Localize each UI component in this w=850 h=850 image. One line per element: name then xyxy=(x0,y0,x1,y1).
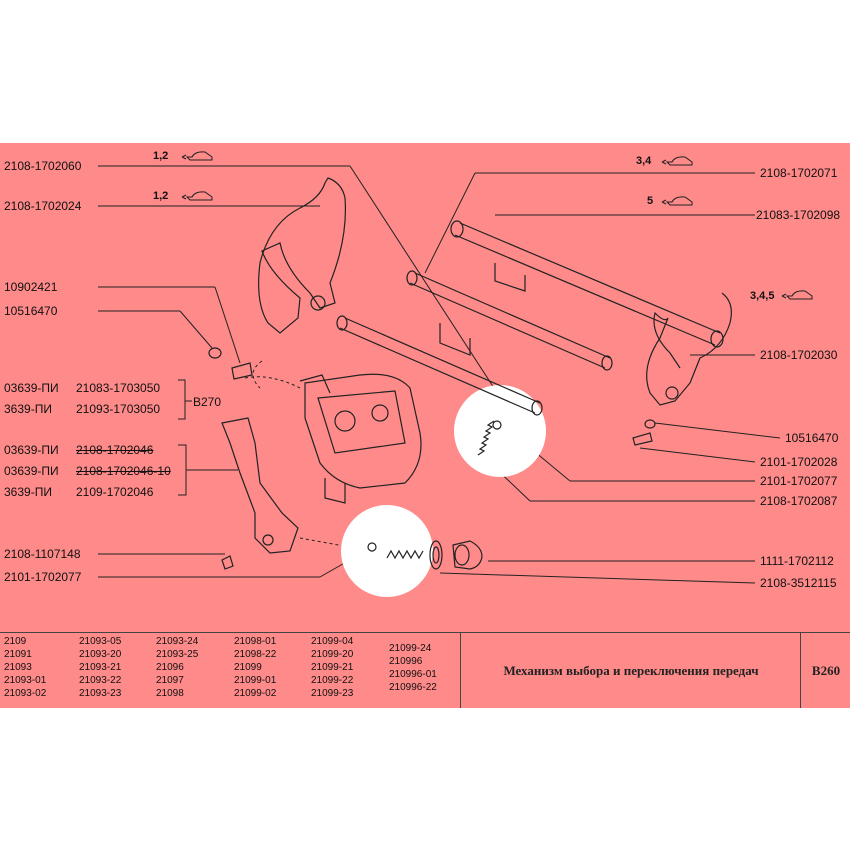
part-label: 10516470 xyxy=(785,431,839,445)
part-label: 2108-1702046-10 xyxy=(76,464,171,478)
plug-and-washer xyxy=(429,540,483,570)
title-cell: Механизм выбора и переключения передач xyxy=(460,633,801,708)
leader-line xyxy=(439,572,756,584)
model-column: 21093-05 21093-20 21093-21 21093-22 2109… xyxy=(79,635,121,700)
gear-label: 3,4 xyxy=(636,155,652,167)
part-label: 2108-1702071 xyxy=(760,166,838,180)
diagram-title: Механизм выбора и переключения передач xyxy=(503,662,759,678)
diagram-sheet xyxy=(0,143,850,708)
model-code: 21098-01 xyxy=(234,636,277,647)
part-label: 21083-1702098 xyxy=(756,208,841,222)
model-code: 21093-20 xyxy=(79,649,122,660)
gearshift-diagram xyxy=(98,151,813,597)
model-code: 21099 xyxy=(234,662,262,673)
diagram-code: B260 xyxy=(811,662,841,678)
part-label: 2101-1702077 xyxy=(4,570,82,584)
gear-label: 5 xyxy=(647,195,654,207)
part-label: 03639-ПИ xyxy=(4,464,59,478)
part-label: 2108-1702030 xyxy=(760,348,838,362)
part-label: 3639-ПИ xyxy=(4,485,52,499)
part-label: 2108-1702024 xyxy=(4,199,82,213)
model-code: 21099-02 xyxy=(234,688,277,699)
model-column: 21093-24 21093-25 21096 21097 21098 xyxy=(156,635,198,700)
small-parts xyxy=(208,347,656,570)
model-column: 21099-24 210996 210996-01 210996-22 xyxy=(389,642,437,694)
model-code: 21093-02 xyxy=(4,688,47,699)
model-code: 21099-01 xyxy=(234,675,277,686)
part-label: 10516470 xyxy=(4,304,58,318)
leader-line xyxy=(349,165,506,406)
model-code: 210996 xyxy=(389,656,423,667)
model-code: 21098-22 xyxy=(234,649,277,660)
model-code: 21096 xyxy=(156,662,184,673)
part-label: 2108-1702087 xyxy=(760,494,838,508)
part-label: 21093-1703050 xyxy=(76,402,161,416)
leader-line xyxy=(424,172,476,274)
model-code: 2109 xyxy=(4,636,27,647)
dashed-leader xyxy=(244,376,301,389)
highlight-circle xyxy=(341,505,433,597)
right-shift-fork xyxy=(646,292,732,406)
gear-label: 1,2 xyxy=(153,190,169,202)
part-label: 03639-ПИ xyxy=(4,443,59,457)
leader-line xyxy=(639,447,756,463)
leader-line xyxy=(179,310,213,349)
selector-housing xyxy=(299,373,422,504)
code-cell: B260 xyxy=(800,633,850,708)
part-label: 2108-1702060 xyxy=(4,159,82,173)
leader-line xyxy=(214,286,241,364)
reference-label: B270 xyxy=(193,395,222,409)
model-column: 2109 21091 21093 21093-01 21093-02 xyxy=(4,635,46,700)
part-label: 2108-1702046 xyxy=(76,443,154,457)
selector-lever xyxy=(221,417,299,554)
shift-rails xyxy=(336,220,724,416)
gear-label: 3,4,5 xyxy=(750,290,775,302)
model-code: 21093-23 xyxy=(79,688,122,699)
part-label: 2101-1702077 xyxy=(760,474,838,488)
bracket xyxy=(178,444,187,496)
model-code: 21093-21 xyxy=(79,662,122,673)
model-code: 21099-23 xyxy=(311,688,354,699)
part-label: 2101-1702028 xyxy=(760,455,838,469)
model-code: 21093-22 xyxy=(79,675,122,686)
model-code: 21093-01 xyxy=(4,675,47,686)
model-column: 21098-01 21098-22 21099 21099-01 21099-0… xyxy=(234,635,276,700)
model-code: 21099-21 xyxy=(311,662,354,673)
part-label: 1111-1702112 xyxy=(760,554,834,568)
model-code: 210996-01 xyxy=(389,669,437,680)
dashed-leader xyxy=(252,360,263,389)
model-code: 21091 xyxy=(4,649,32,660)
model-code: 21097 xyxy=(156,675,184,686)
part-label: 21083-1703050 xyxy=(76,381,161,395)
part-label: 2109-1702046 xyxy=(76,485,154,499)
model-code: 210996-22 xyxy=(389,682,437,693)
part-label: 03639-ПИ xyxy=(4,381,59,395)
table-divider xyxy=(0,632,850,633)
model-code: 21098 xyxy=(156,688,184,699)
model-code: 21099-22 xyxy=(311,675,354,686)
model-code: 21099-24 xyxy=(389,643,432,654)
model-code: 21099-04 xyxy=(311,636,354,647)
part-label: 10902421 xyxy=(4,280,58,294)
model-column: 21099-04 21099-20 21099-21 21099-22 2109… xyxy=(311,635,353,700)
part-label: 2108-3512115 xyxy=(760,576,837,590)
model-code: 21093-24 xyxy=(156,636,199,647)
detent-springs xyxy=(386,420,495,560)
part-label: 2108-1107148 xyxy=(4,547,81,561)
gear-label: 1,2 xyxy=(153,150,169,162)
highlight-circle xyxy=(454,385,546,477)
bracket xyxy=(178,379,186,420)
model-code: 21093-05 xyxy=(79,636,122,647)
part-label: 3639-ПИ xyxy=(4,402,52,416)
model-code: 21099-20 xyxy=(311,649,354,660)
left-shift-fork xyxy=(258,177,346,334)
leader-line xyxy=(654,422,781,439)
car-icons xyxy=(181,151,813,300)
model-code: 21093-25 xyxy=(156,649,199,660)
model-code: 21093 xyxy=(4,662,32,673)
